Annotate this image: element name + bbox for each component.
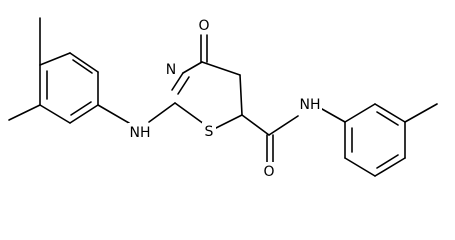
amide-oxygen-label: O [263,164,274,180]
methyl-bond [404,103,438,123]
bond [201,61,241,76]
bond [239,74,243,116]
tolyl-ring [344,103,406,177]
bond [72,59,93,74]
dimethylphenyl-ring [39,52,99,124]
amine-nh-label: NH [130,125,151,141]
structure-canvas: O N NH S O NH [8,16,438,180]
amine-bond [97,104,130,124]
bond [344,103,376,123]
bond [171,72,184,91]
ring-nitrogen-label: N [166,62,176,78]
amide-bond [321,108,346,123]
amide-bond [241,114,270,136]
bond [174,102,205,125]
bond [376,154,399,169]
bond [376,111,399,126]
bond [69,52,99,73]
bond [39,52,71,66]
bond [177,76,190,95]
bond [215,114,243,129]
thiazine-ring [171,61,243,129]
chemical-structure: O N NH S O NH [8,16,438,180]
bond [69,104,99,124]
ketone-oxygen-label: O [198,18,209,34]
bond [182,61,203,74]
amide-bond [268,115,299,136]
bond [374,157,406,177]
sulfur-label: S [205,124,214,140]
bond [39,104,71,124]
bond [70,101,92,116]
amine-bond [148,102,176,123]
amide-nh-label: NH [300,97,321,113]
bond [344,157,376,177]
bond [374,103,406,123]
methyl-bond [8,104,41,121]
